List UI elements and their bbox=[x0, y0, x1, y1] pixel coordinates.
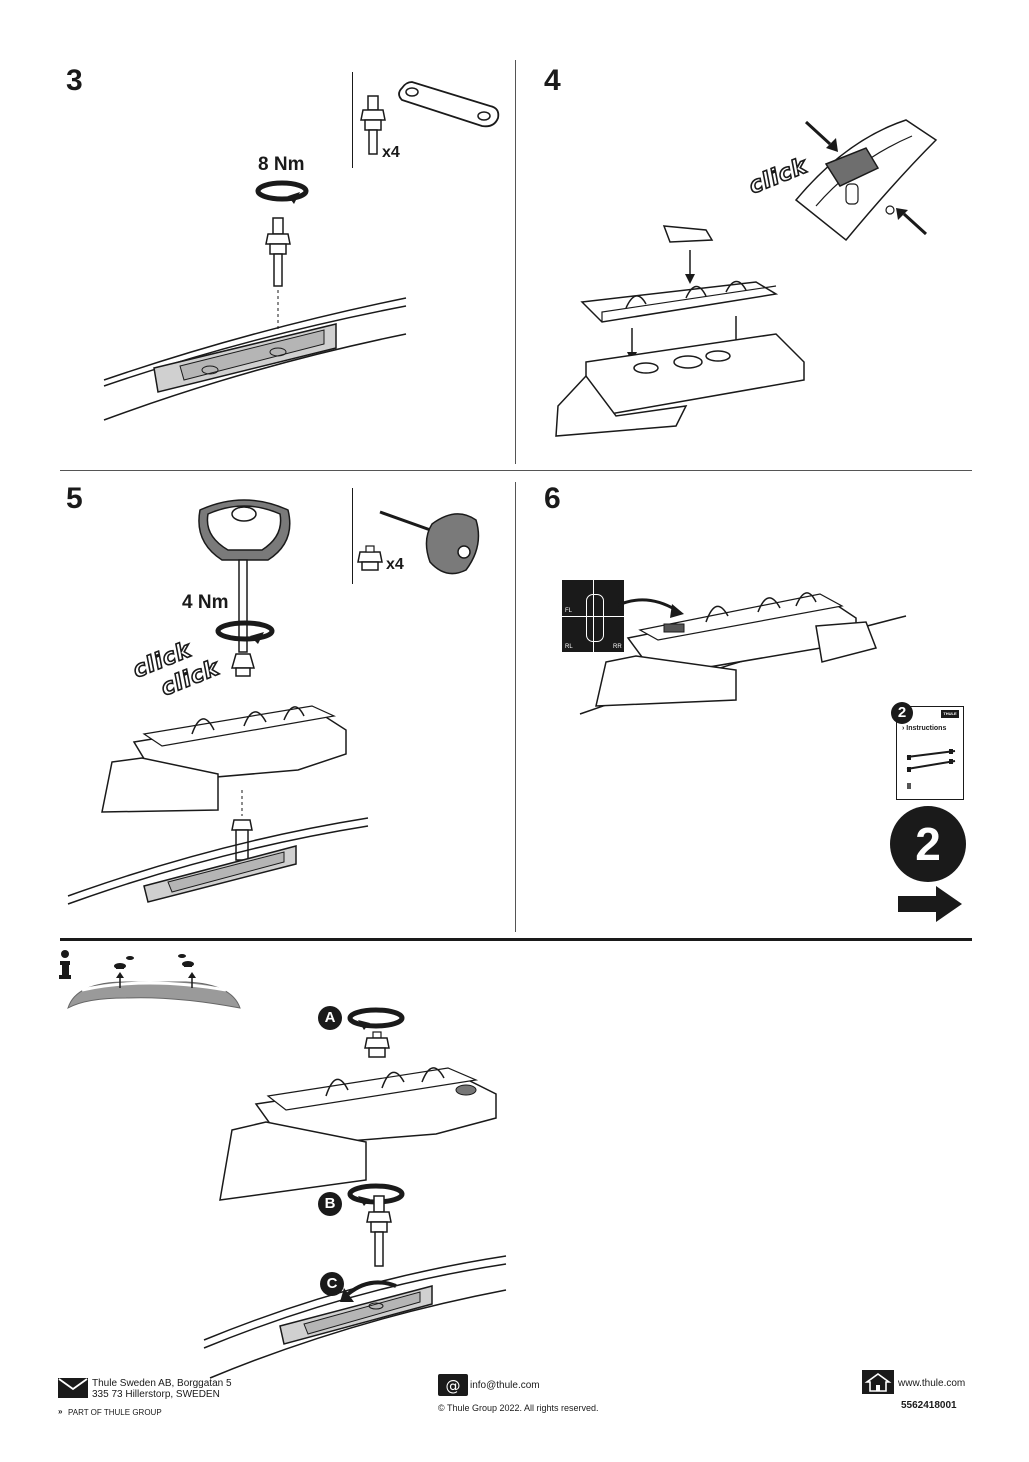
footer-address-line1: Thule Sweden AB, Borggatan 5 bbox=[92, 1378, 232, 1389]
footer-document-number: 5562418001 bbox=[901, 1400, 957, 1411]
divider-horizontal-middle bbox=[60, 470, 972, 471]
booklet-instructions-label: › Instructions bbox=[902, 725, 947, 732]
email-icon: @ bbox=[438, 1374, 468, 1396]
info-bolt-illustration bbox=[366, 1195, 392, 1267]
next-page-arrow-icon bbox=[898, 886, 962, 922]
position-sticker-grid: FL RL RR bbox=[562, 580, 624, 652]
step-6-number: 6 bbox=[544, 482, 561, 515]
divider-horizontal-bottom bbox=[60, 938, 972, 941]
step-5-torque-key-part-illustration bbox=[379, 510, 480, 575]
step-3-plate-part-illustration bbox=[398, 81, 500, 128]
step-4-number: 4 bbox=[544, 64, 561, 97]
step-3-bolt-part-illustration bbox=[360, 95, 386, 155]
next-instructions-big-number: 2 bbox=[890, 806, 966, 882]
step-3-bolt-illustration bbox=[265, 217, 291, 287]
car-roof-rails-illustration bbox=[67, 954, 241, 1010]
step-3-roof-rail-illustration bbox=[103, 290, 407, 421]
step-5-torque-key-illustration bbox=[198, 499, 291, 653]
footer-copyright: © Thule Group 2022. All rights reserved. bbox=[438, 1403, 599, 1413]
info-label-a: A bbox=[318, 1006, 342, 1030]
info-nut-illustration bbox=[364, 1031, 390, 1058]
mail-icon bbox=[58, 1378, 88, 1398]
booklet-small-part-icon bbox=[907, 783, 911, 789]
footer-website-link[interactable]: www.thule.com bbox=[898, 1378, 966, 1389]
step-5-nut-part-illustration bbox=[357, 545, 383, 571]
position-label-rl: RL bbox=[565, 644, 573, 650]
car-outline-icon bbox=[586, 594, 604, 642]
position-label-rr: RR bbox=[613, 644, 622, 650]
footer-email-link[interactable]: info@thule.com bbox=[470, 1380, 540, 1391]
step-3-rotate-arrow-icon bbox=[255, 180, 309, 204]
divider-vertical-top bbox=[515, 60, 516, 464]
step-5-quantity: x4 bbox=[386, 556, 404, 573]
house-icon bbox=[862, 1370, 894, 1394]
step-5-foot-assembly-illustration bbox=[67, 653, 369, 905]
step-5-rotate-arrow-icon bbox=[215, 620, 275, 644]
step-4-detail-inset-illustration bbox=[794, 119, 938, 242]
sticker-grid-line-v bbox=[593, 580, 594, 652]
footer-group-chevron-icon: » bbox=[58, 1407, 63, 1416]
next-instructions-badge: 2 bbox=[891, 702, 913, 724]
info-label-b: B bbox=[318, 1192, 342, 1216]
step-5-parts-divider bbox=[352, 488, 353, 584]
divider-vertical-middle bbox=[515, 482, 516, 932]
step-5-torque-label: 4 Nm bbox=[182, 592, 229, 613]
step-3-torque-label: 8 Nm bbox=[258, 154, 305, 175]
step-5-number: 5 bbox=[66, 482, 83, 515]
info-icon bbox=[59, 950, 71, 979]
footer-address-line2: 335 73 Hillerstorp, SWEDEN bbox=[92, 1389, 220, 1400]
booklet-roof-bars-icon bbox=[906, 749, 956, 772]
booklet-brand-tag: THULE bbox=[941, 710, 959, 718]
info-loosen-arrow-a-icon bbox=[347, 1007, 405, 1030]
position-label-fl: FL bbox=[565, 608, 573, 614]
step-3-number: 3 bbox=[66, 64, 83, 97]
footer-group: PART OF THULE GROUP bbox=[68, 1408, 162, 1417]
step-3-parts-divider bbox=[352, 72, 353, 168]
svg-text:@: @ bbox=[446, 1377, 461, 1395]
next-instructions-booklet: THULE › Instructions bbox=[896, 706, 964, 800]
step-3-quantity: x4 bbox=[382, 144, 400, 161]
step-4-foot-assembly-illustration bbox=[555, 225, 805, 437]
step-6-foot-illustration bbox=[579, 592, 907, 715]
info-roof-rail-illustration bbox=[203, 1255, 507, 1379]
info-foot-assembly-illustration bbox=[219, 1067, 497, 1201]
